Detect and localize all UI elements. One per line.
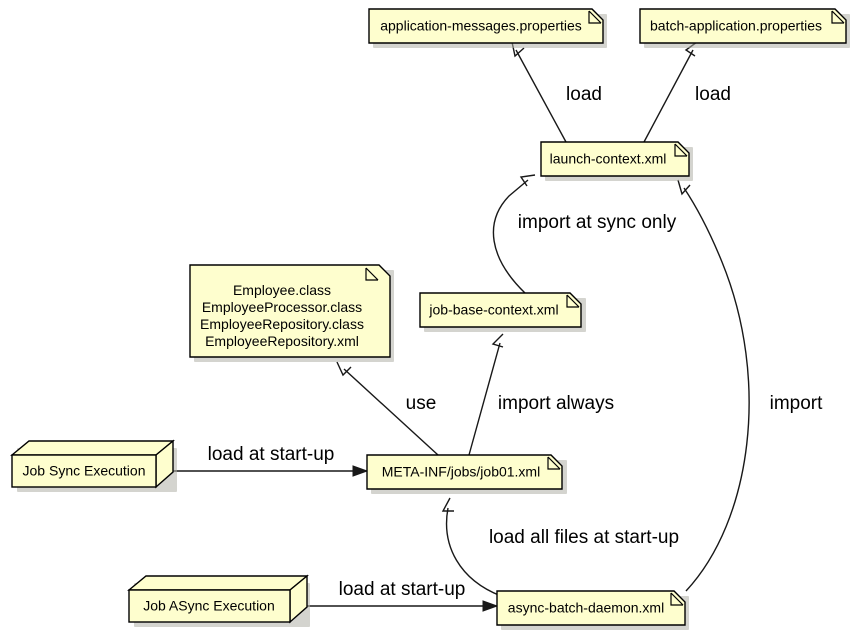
artifact-label-line-3: EmployeeRepository.class [200,316,364,332]
artifact-body [639,8,847,44]
artifact-employee-classes[interactable]: Employee.class EmployeeProcessor.class E… [189,264,394,362]
edge-job01-to-job-base-context [468,333,504,456]
node-top-face [127,575,309,591]
edge-path [343,368,439,456]
edge-path [445,507,502,597]
edge-launch-context-to-batch-application [643,41,698,143]
node-top-face [10,440,175,456]
edge-job01-to-employee-classes [336,361,439,456]
artifact-label: META-INF/jobs/job01.xml [382,464,540,480]
artifact-label: launch-context.xml [550,151,667,167]
document-corner-fold-icon [674,143,688,157]
edge-job-base-context-to-launch-context [492,174,536,294]
arrow-head-icon [491,333,504,348]
artifact-label: application-messages.properties [380,18,582,34]
edge-label-import: import [770,393,824,414]
artifact-async-batch-daemon-xml[interactable]: async-batch-daemon.xml [496,590,689,630]
edge-path [492,179,529,294]
node-job-sync-execution[interactable]: Job Sync Execution [10,439,177,492]
artifact-body [540,141,690,177]
arrow-head-icon [519,174,536,187]
edge-path [515,49,567,143]
artifact-body [496,590,686,626]
artifact-label-line-4: EmployeeRepository.xml [205,333,359,349]
artifact-label: async-batch-daemon.xml [508,600,664,616]
node-front-face [11,454,157,488]
edge-label-load-all-files-at-start-up: load all files at start-up [489,527,679,548]
edge-label-import-always: import always [498,393,614,414]
artifact-job01-xml[interactable]: META-INF/jobs/job01.xml [366,454,567,494]
artifact-body [368,8,604,44]
artifact-label-line-2: EmployeeProcessor.class [202,299,362,315]
edge-label-load-1: load [566,84,602,105]
artifact-label: batch-application.properties [650,18,822,34]
arrow-head-icon [482,600,499,612]
artifact-job-base-context-xml[interactable]: job-base-context.xml [419,292,586,332]
document-corner-fold-icon [547,456,561,470]
arrow-head-icon [441,497,454,512]
edge-job-async-execution-to-async-batch-daemon [307,600,499,612]
edge-async-batch-daemon-to-job01 [441,497,502,597]
node-label: Job ASync Execution [143,598,275,614]
artifact-application-messages-properties[interactable]: application-messages.properties [368,8,607,48]
document-corner-fold-icon [365,267,379,281]
edge-launch-context-to-application-messages [511,41,567,143]
artifact-body [189,264,391,358]
document-corner-fold-icon [670,592,684,606]
document-corner-fold-icon [588,10,602,24]
artifact-launch-context-xml[interactable]: launch-context.xml [540,141,693,181]
artifact-body [419,292,582,328]
arrow-head-icon [352,465,369,477]
artifact-batch-application-properties[interactable]: batch-application.properties [639,8,850,48]
arrow-head-icon [677,179,691,196]
edge-label-use: use [406,393,437,414]
artifact-label-line-1: Employee.class [233,282,331,298]
edge-label-import-at-sync-only: import at sync only [518,212,677,233]
node-label: Job Sync Execution [23,463,146,479]
node-front-face [128,589,291,623]
artifact-body [366,454,563,490]
edge-path [468,342,501,456]
arrow-head-icon [336,361,352,377]
edge-path [643,49,694,143]
edge-job-sync-execution-to-job01 [173,465,369,477]
edge-label-load-2: load [695,84,731,105]
document-corner-fold-icon [831,10,845,24]
edge-label-load-at-start-up-2: load at start-up [339,579,466,600]
edge-label-load-at-start-up-1: load at start-up [208,444,335,465]
node-job-async-execution[interactable]: Job ASync Execution [127,574,310,627]
artifact-label: job-base-context.xml [428,302,558,318]
document-corner-fold-icon [566,294,580,308]
edge-async-batch-daemon-to-launch-context [677,179,750,592]
edge-path [683,187,750,592]
